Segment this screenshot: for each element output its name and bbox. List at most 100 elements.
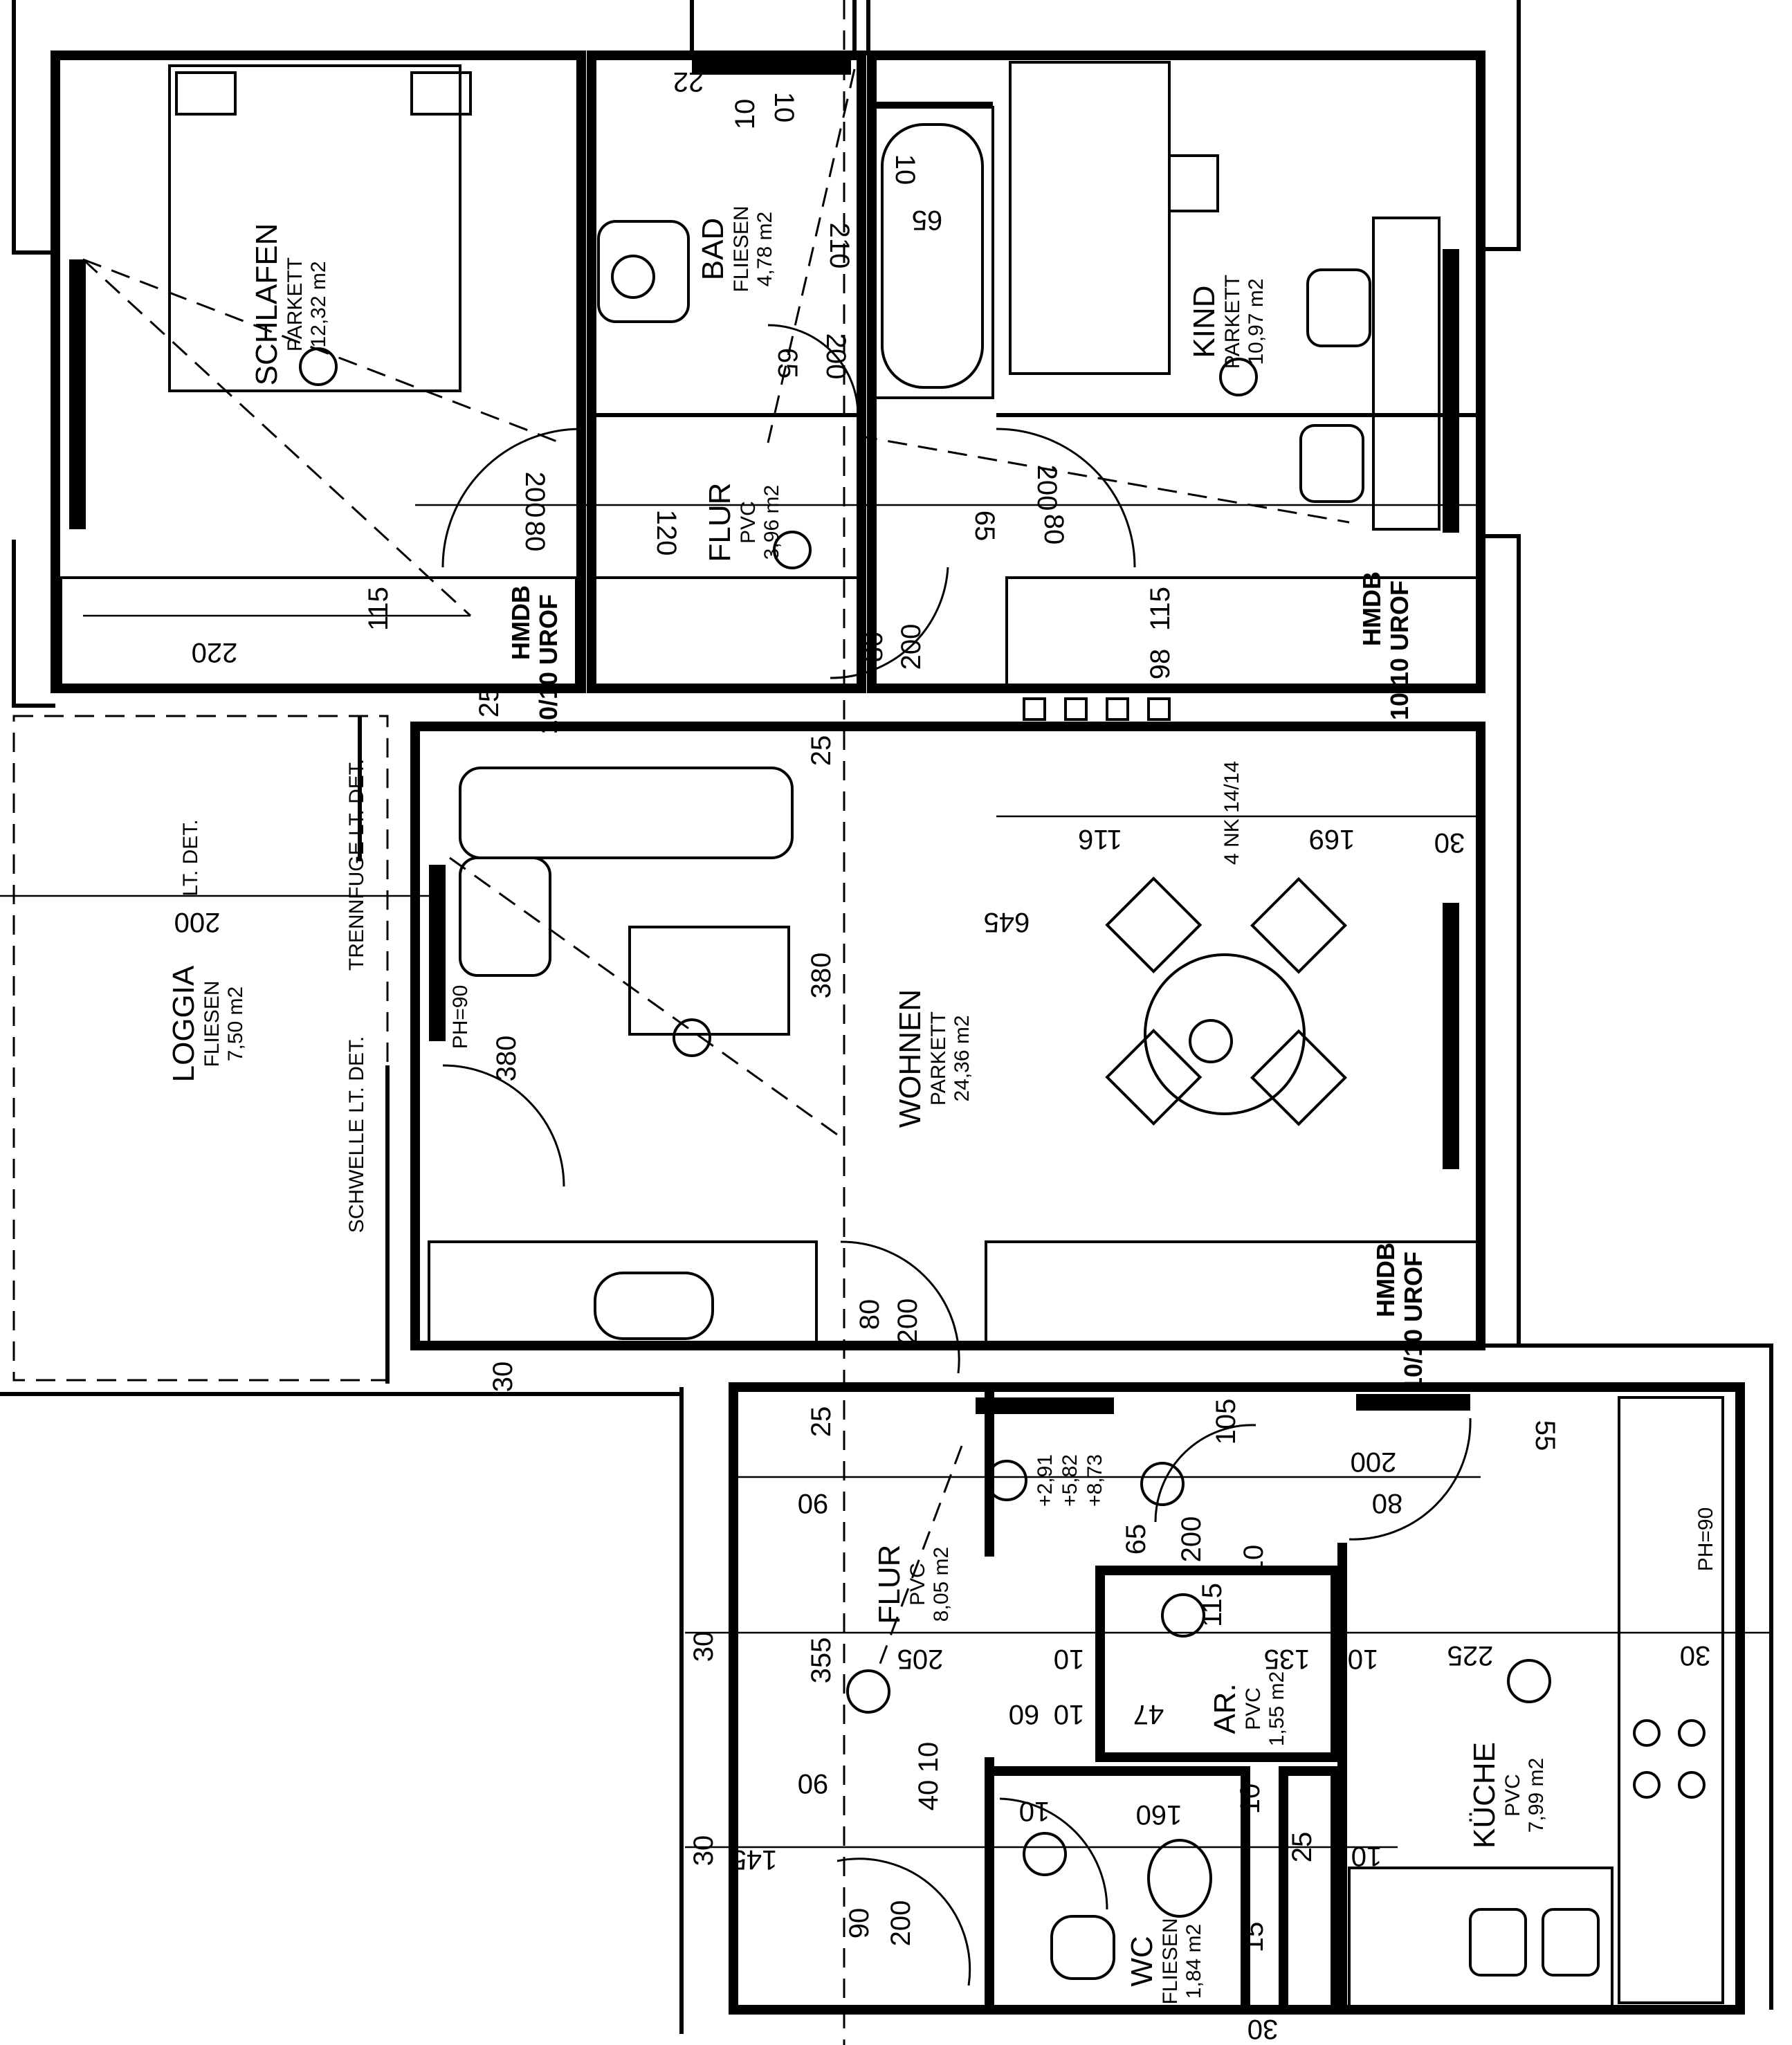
hob-d — [1678, 1771, 1706, 1799]
wall-outer-left-top — [12, 0, 55, 255]
shaft-3 — [1106, 697, 1129, 721]
door-kueche — [1348, 1418, 1472, 1541]
room-wohnen: WOHNEN PARKETT 24,36 m2 — [893, 989, 973, 1128]
room-wohnen-name: WOHNEN — [893, 989, 927, 1128]
room-kueche-area: 7,99 m2 — [1525, 1758, 1548, 1833]
pillow-right — [410, 71, 472, 116]
furniture — [168, 61, 1724, 2008]
dimension-label: 30 — [688, 1835, 719, 1867]
dimension-label: 220 — [192, 637, 238, 668]
heater-bad — [692, 55, 851, 75]
room-schlafen-name: SCHLAFEN — [250, 223, 284, 386]
wall-outer-right-bottom — [1519, 1344, 1773, 2010]
dimension-label: 160 — [1136, 1799, 1182, 1830]
heater-flur — [976, 1397, 1114, 1414]
dimension-label: 15 — [1238, 1922, 1269, 1953]
room-kind-floor: PARKETT — [1221, 275, 1244, 369]
annotations: HMDB 10/10 UROF HMDB 10/10 UROF HMDB 10/… — [179, 571, 1717, 1571]
light-distribution-icon — [986, 1460, 1027, 1501]
trennfuge: TRENNFUGE LT. DET. — [345, 759, 368, 971]
room-flur-top-area: 3,96 m2 — [760, 485, 783, 560]
schacht-label: 4 NK 14/14 — [1220, 761, 1243, 865]
trennfuge-label: TRENNFUGE LT. DET. — [345, 759, 368, 971]
dimension-label: 200 — [821, 333, 851, 380]
toilet — [1147, 1839, 1212, 1918]
lt-det-label: LT. DET. — [179, 819, 202, 896]
room-bad-name: BAD — [696, 218, 730, 280]
room-flur-bottom-name: FLUR — [872, 1545, 906, 1624]
kitchen-counter — [1618, 1396, 1724, 2004]
dimension-label: 47 — [1133, 1699, 1164, 1730]
lights — [299, 255, 1551, 1876]
door-flur-top — [830, 567, 949, 679]
dimension-label: 80 — [858, 632, 888, 663]
dimension-label: 65 — [1121, 1524, 1151, 1555]
room-bad-floor: FLIESEN — [730, 205, 753, 292]
ph90-left: PH=90 — [449, 985, 472, 1049]
door-kind — [996, 428, 1136, 568]
room-flur-top-name: FLUR — [703, 483, 737, 562]
hmdb-3: HMDB 10/10 UROF — [1371, 1242, 1427, 1391]
hmdb-3-label: HMDB — [1371, 1242, 1400, 1317]
dimension-label: 30 — [488, 1361, 518, 1393]
bathtub — [881, 123, 984, 389]
dimension-label: 200 — [1032, 465, 1062, 511]
armchair — [594, 1272, 714, 1340]
wall-tub-niche — [874, 106, 994, 399]
dimension-label: 116 — [1078, 824, 1122, 854]
wall-kind-top — [867, 51, 1485, 693]
light-table-icon — [1189, 1019, 1233, 1063]
hmdb-2-label: HMDB — [1357, 571, 1386, 646]
room-kueche: KÜCHE PVC 7,99 m2 — [1468, 1742, 1548, 1849]
dimension-label: 200 — [893, 1299, 923, 1345]
dimension-label: 210 — [824, 223, 854, 269]
dimension-label: 115 — [363, 587, 394, 631]
chair-d — [1250, 1029, 1348, 1126]
hmdb-2: HMDB 10/10 UROF — [1357, 571, 1414, 720]
room-loggia-area: 7,50 m2 — [224, 987, 247, 1061]
room-labels: SCHLAFEN PARKETT 12,32 m2 BAD FLIESEN 4,… — [167, 205, 1548, 2004]
ph90-left-label: PH=90 — [449, 985, 472, 1049]
coffee-table — [628, 926, 790, 1036]
dimension-label: 60 — [1009, 1699, 1040, 1730]
room-flur-top: FLUR PVC 3,96 m2 — [703, 483, 783, 562]
dimension-label: 115 — [1145, 587, 1176, 631]
dimension-label: 25 — [806, 1406, 836, 1438]
shaft-2 — [1064, 697, 1088, 721]
dining-table — [1144, 953, 1306, 1115]
door-loggia — [442, 1064, 565, 1187]
schacht: 4 NK 14/14 — [1220, 761, 1243, 865]
dimension-label: 25 — [806, 735, 836, 767]
closet-flur — [594, 576, 859, 686]
room-ar-floor: PVC — [1242, 1687, 1265, 1730]
closet-wohnen-b — [985, 1240, 1479, 1344]
chair-c — [1105, 1028, 1203, 1126]
door-wohnen — [840, 1240, 960, 1374]
dimension-label: 10 — [1054, 1644, 1085, 1674]
dimension-label: 65 — [969, 511, 1000, 542]
dimension-label: 25 — [1287, 1832, 1317, 1863]
dimension-label: 10 — [1351, 1841, 1382, 1871]
room-schlafen-area: 12,32 m2 — [307, 261, 330, 347]
heights: +2,91 +5,82 +8,73 — [1034, 1454, 1106, 1507]
room-flur-bottom-floor: PVC — [906, 1563, 929, 1606]
room-kueche-floor: PVC — [1501, 1774, 1524, 1817]
pillow-left — [175, 71, 237, 116]
wall-outer-right-top — [1481, 0, 1521, 251]
dimension-label: 80 — [1372, 1488, 1403, 1519]
room-wc-floor: FLIESEN — [1159, 1918, 1182, 2004]
dimension-label: 200 — [520, 472, 550, 518]
room-wohnen-floor: PARKETT — [927, 1011, 950, 1106]
wire-3 — [767, 68, 856, 443]
light-kind-icon — [1219, 358, 1258, 396]
dimension-label: 10 — [890, 154, 920, 185]
dimension-label: 80 — [520, 521, 550, 552]
dimension-label: 30 — [688, 1631, 719, 1662]
heater-wohnen-right — [1443, 903, 1459, 1169]
dimension-label: 25 — [474, 687, 504, 718]
urof-2-label: 10/10 UROF — [1385, 580, 1414, 720]
bed-single — [1009, 61, 1171, 375]
wire-1 — [82, 258, 561, 444]
urof-3-label: 10/10 UROF — [1399, 1251, 1427, 1391]
